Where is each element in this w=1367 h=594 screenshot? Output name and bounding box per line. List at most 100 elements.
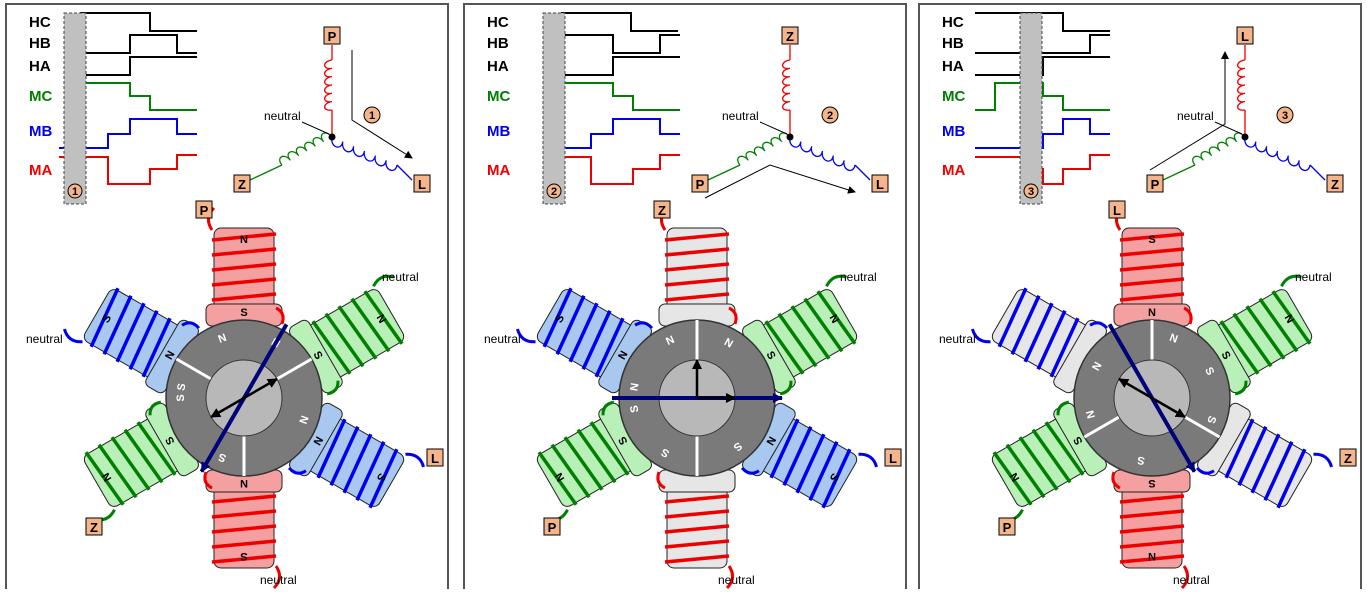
winding-turn <box>803 297 844 353</box>
winding-lead <box>1183 306 1193 325</box>
winding-lead <box>825 274 847 288</box>
winding-turn <box>764 320 805 375</box>
winding-lead <box>971 328 991 344</box>
winding-lead <box>287 466 307 475</box>
phase-box-letter: L <box>1113 203 1121 218</box>
winding-lead <box>740 466 760 475</box>
step-number: 1 <box>72 186 78 198</box>
winding-turn <box>821 448 852 509</box>
winding-turn <box>1119 524 1185 534</box>
wave-hc <box>975 12 1110 32</box>
phase-label-box: P <box>998 517 1016 536</box>
winding-turn <box>102 295 133 355</box>
y-lead-left <box>249 164 283 181</box>
signal-label-ha: HA <box>942 58 964 75</box>
wave-mb <box>59 118 197 149</box>
rotor-polarity: S <box>217 450 228 464</box>
stator-pole-4: SN <box>203 469 283 590</box>
winding-turn <box>1049 317 1080 378</box>
phase-label-box: L <box>413 174 431 193</box>
rotor-direction-arrow <box>1151 396 1186 419</box>
winding-turn <box>337 305 378 360</box>
signal-label-mb: MB <box>487 123 510 140</box>
rotor-polarity: S <box>175 394 187 401</box>
winding-lead <box>148 400 162 416</box>
rotor-polarity: N <box>1084 409 1098 420</box>
step-marker: 2 <box>546 183 562 199</box>
winding-turn <box>1119 247 1185 257</box>
stator-pole-2: NS <box>1197 274 1313 396</box>
signal-label-mb: MB <box>942 123 965 140</box>
step-circle <box>546 183 562 199</box>
phase-box-bg <box>1326 174 1344 193</box>
winding-turn <box>1263 441 1294 501</box>
winding-lead <box>725 565 734 590</box>
winding-turn <box>1219 320 1260 375</box>
winding-lead <box>1056 400 1070 416</box>
winding-turn <box>211 509 277 519</box>
neutral-pointer <box>759 121 788 135</box>
winding-turn <box>211 247 277 257</box>
phase-label-box: Z <box>1339 448 1357 467</box>
phase-label-box: Z <box>653 200 671 219</box>
neutral-label-coil-a: neutral <box>1173 573 1210 587</box>
winding-turn <box>1018 436 1059 491</box>
phase-box-letter: Z <box>1344 451 1352 466</box>
neutral-node <box>328 133 336 141</box>
winding-turn <box>311 320 352 375</box>
phase-box-letter: P <box>328 29 337 44</box>
winding-turn <box>664 277 730 287</box>
stator-pole-2: NS <box>289 274 405 396</box>
phase-label-box: P <box>543 517 561 536</box>
winding-turn <box>1005 443 1046 499</box>
y-coil-left <box>279 132 333 166</box>
winding-turn <box>550 443 591 499</box>
winding-turn <box>1119 262 1185 272</box>
stator-pole-1: NS <box>205 206 285 327</box>
rotor-polarity: N <box>296 414 310 426</box>
wave-mb <box>975 118 1110 149</box>
step-marker: 1 <box>363 106 381 124</box>
phase-box-bg <box>426 448 444 467</box>
neutral-label: neutral <box>1177 109 1214 123</box>
winding-turn <box>1010 295 1041 355</box>
y-coil-right <box>789 136 856 172</box>
y-lead-right <box>854 164 871 181</box>
phase-box-bg <box>233 174 251 193</box>
signal-label-ha: HA <box>29 58 51 75</box>
stator-pole-3 <box>1195 402 1333 509</box>
step-number: 3 <box>1028 186 1034 198</box>
signal-label-hc: HC <box>942 14 964 31</box>
winding-turn <box>563 436 604 491</box>
phase-box-bg <box>691 174 709 193</box>
phase-box-bg <box>413 174 431 193</box>
step-circle <box>1276 106 1294 124</box>
winding-turn <box>795 433 826 494</box>
phase-box-letter: P <box>696 177 705 192</box>
phase-box-letter: Z <box>658 203 666 218</box>
neutral-label-coil-b: neutral <box>26 332 63 346</box>
signal-label-hc: HC <box>487 14 509 31</box>
phase-label-box: P <box>195 200 213 219</box>
neutral-label: neutral <box>264 109 301 123</box>
winding-lead <box>601 400 615 416</box>
winding-turn <box>110 436 151 491</box>
wave-hb <box>80 34 197 54</box>
pole-polarity-inner: N <box>240 477 248 489</box>
rotor-polarity: N <box>628 382 641 392</box>
winding-turn <box>368 448 399 509</box>
winding-turn <box>136 421 177 476</box>
stator-pole-5: NS <box>536 400 652 522</box>
winding-turn <box>97 443 138 499</box>
neutral-label-coil-c: neutral <box>1295 270 1332 284</box>
phase-box-bg <box>323 26 341 45</box>
phase-box-letter: P <box>1003 520 1012 535</box>
y-coil-top <box>782 59 791 111</box>
winding-turn <box>816 290 857 345</box>
rotor-segment-divider <box>1083 415 1120 439</box>
winding-turn <box>790 305 831 360</box>
neutral-label-coil-a: neutral <box>260 573 297 587</box>
